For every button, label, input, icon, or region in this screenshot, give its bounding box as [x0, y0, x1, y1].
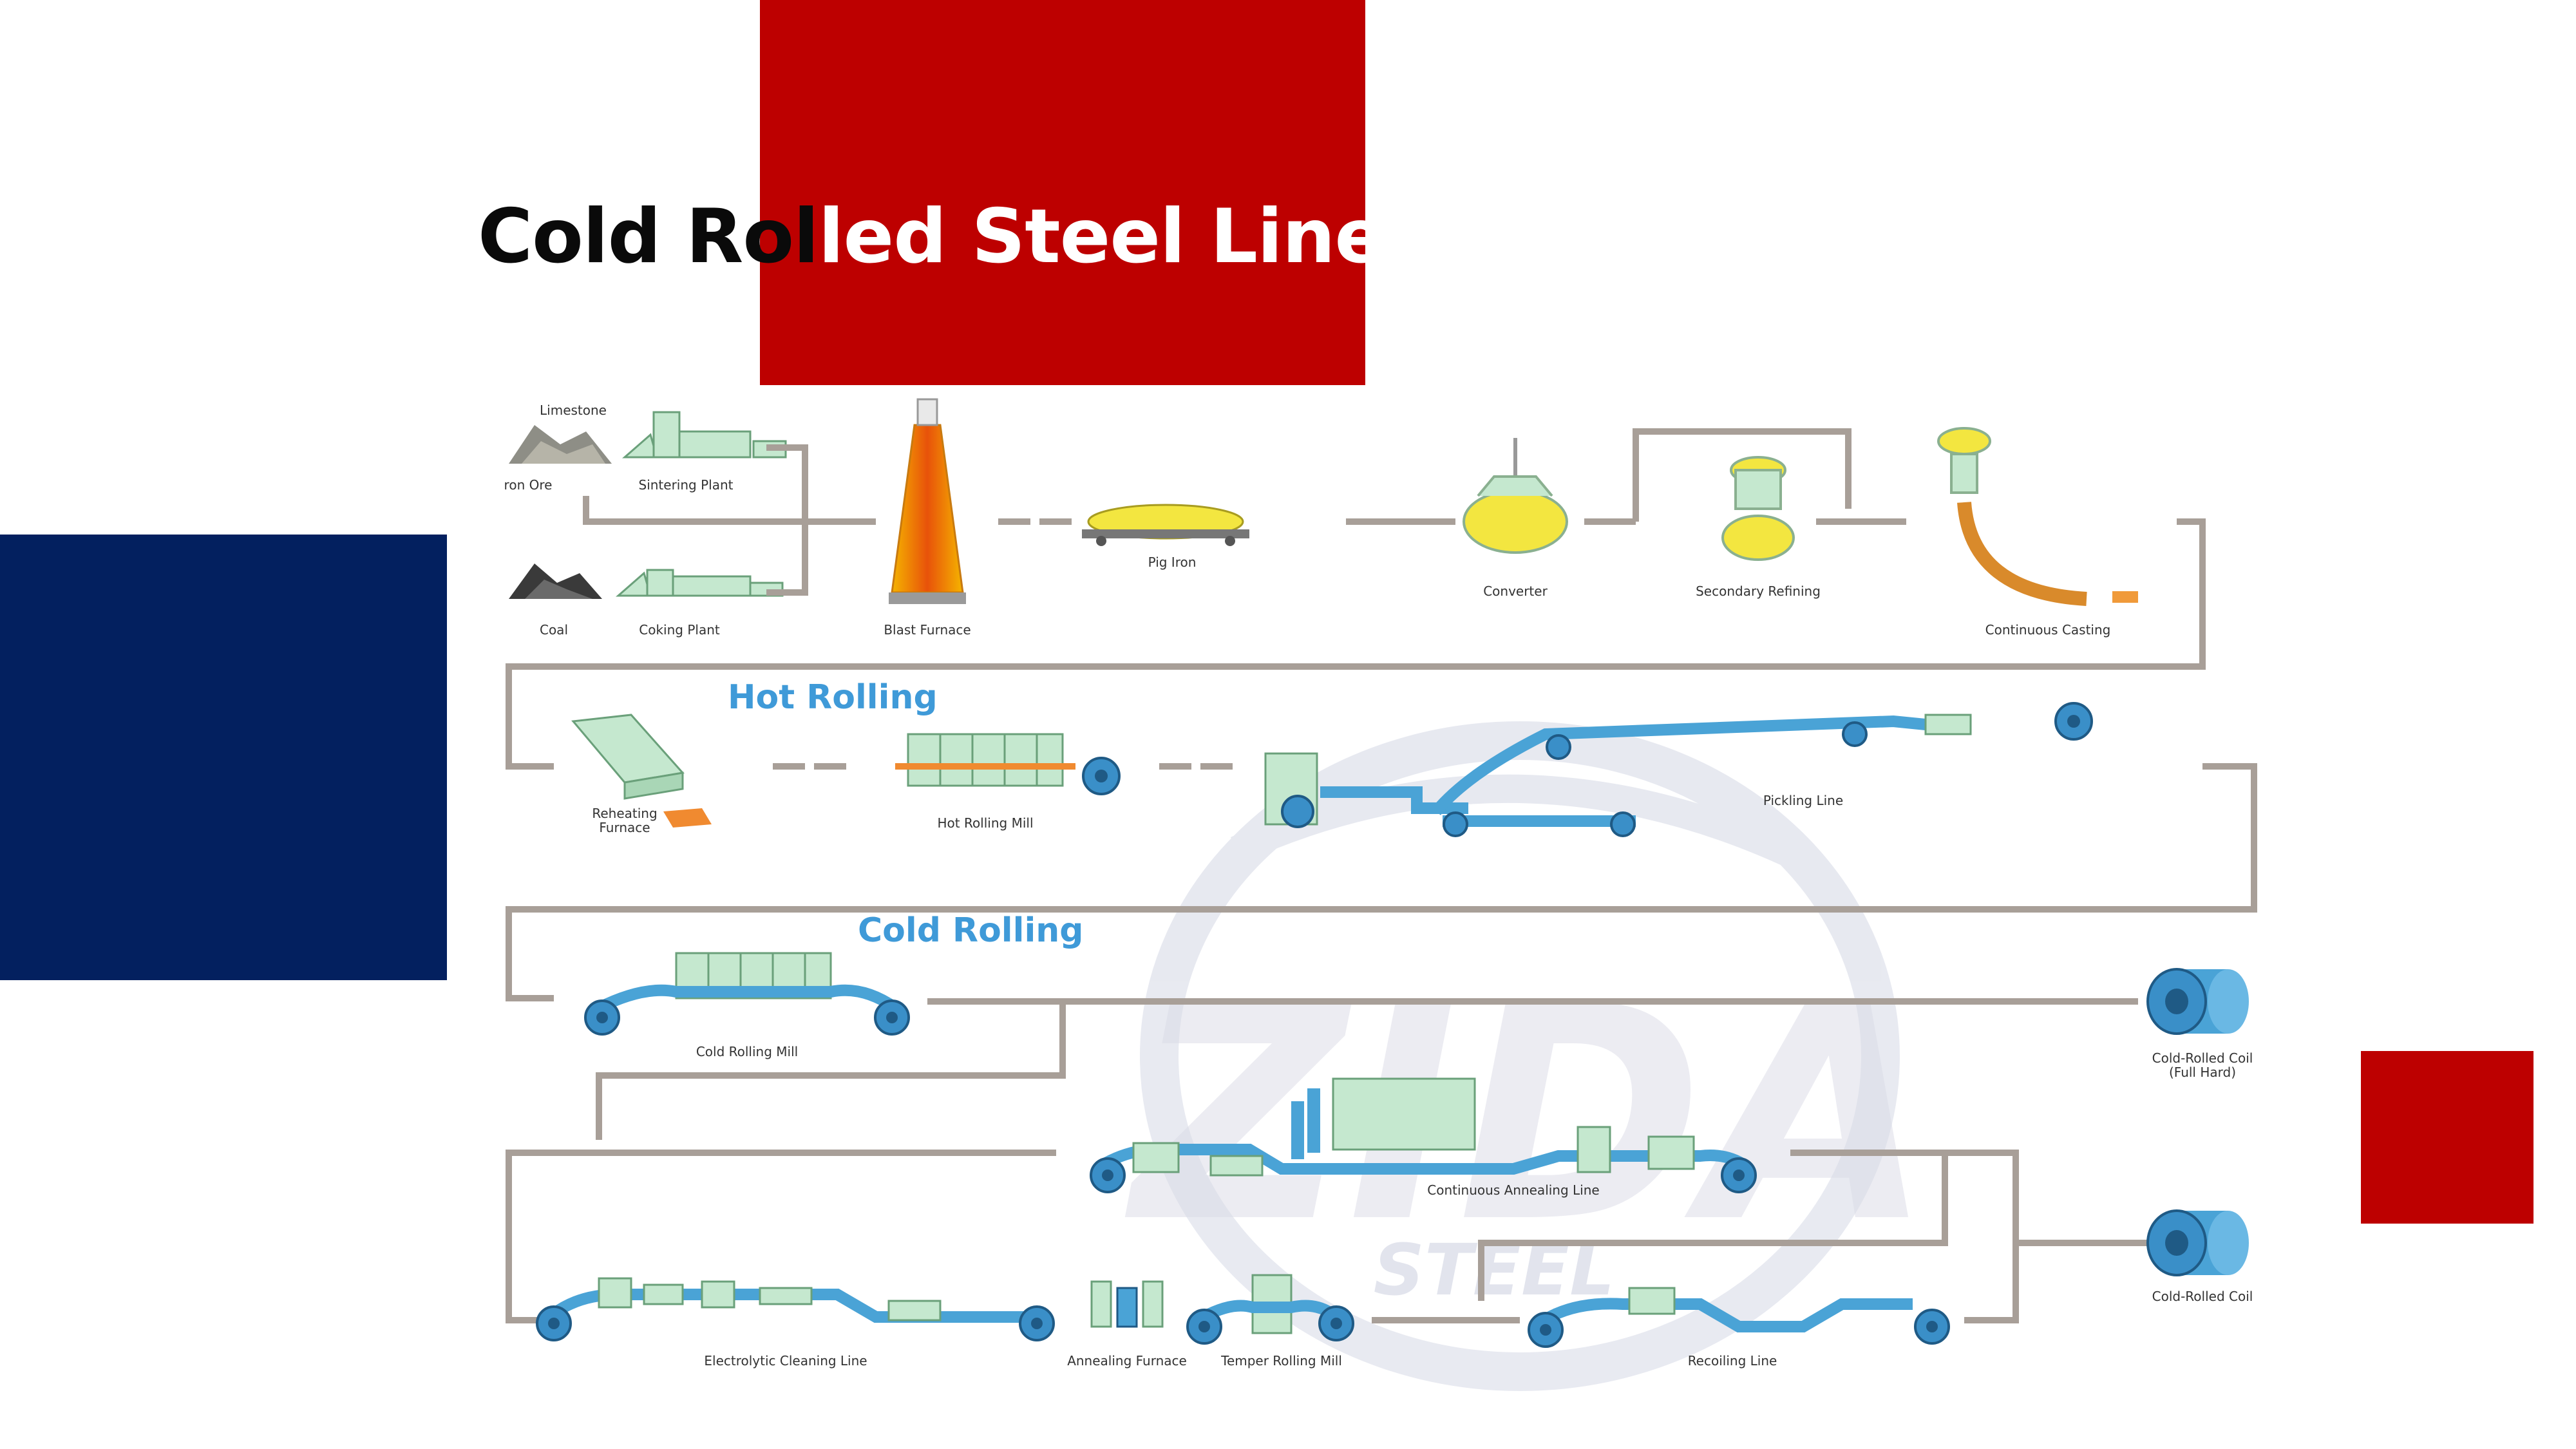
cold-rolled-coil-icon: [2146, 1209, 2249, 1276]
zida-steel-logo-icon: [1140, 721, 1900, 1391]
hot-rolling-mill-icon: [895, 733, 1121, 795]
connector-row2-to-row3: [506, 763, 2257, 1001]
connector-row5-left: [506, 1217, 547, 1323]
label-coking-plant: Coking Plant: [639, 622, 720, 638]
red-block-right: [2361, 1051, 2533, 1224]
label-blast-furnace: Blast Furnace: [884, 622, 971, 638]
continuous-annealing-line-icon: [1090, 1077, 1757, 1193]
limestone-pile-icon: [509, 425, 612, 464]
section-cold-rolling: Cold Rolling: [858, 911, 1084, 950]
connector-annealing-row: [506, 1150, 2151, 1323]
secondary-refining-icon: [1721, 456, 1795, 561]
label-cold-rolled-coil: Cold-Rolled Coil: [2152, 1289, 2253, 1304]
pickling-line-icon: [1264, 702, 2093, 837]
label-temper-rolling-mill: Temper Rolling Mill: [1220, 1353, 1342, 1368]
pig-iron-car-icon: [1082, 504, 1249, 546]
coil-full-hard-icon: [2146, 968, 2249, 1035]
connector-row1-to-row2: [506, 518, 2206, 770]
label-reheating-2: Furnace: [599, 820, 650, 835]
label-secondary-refining: Secondary Refining: [1696, 583, 1821, 599]
connector-secondary-refining: [1584, 428, 1906, 525]
label-reheating-1: Reheating: [592, 806, 657, 821]
electrolytic-cleaning-line-icon: [536, 1277, 1055, 1341]
red-block-top: [760, 0, 1365, 385]
label-converter: Converter: [1483, 583, 1548, 599]
label-iron-ore: ron Ore: [504, 477, 553, 493]
sintering-plant-icon: [622, 411, 787, 459]
navy-block-left: [0, 535, 447, 980]
blast-furnace-icon: [889, 398, 966, 604]
label-continuous-annealing-line: Continuous Annealing Line: [1427, 1182, 1599, 1198]
label-hot-rolling-mill: Hot Rolling Mill: [937, 815, 1033, 831]
connector-coldmill-out: [596, 998, 2138, 1140]
label-coil-full-hard-2: (Full Hard): [2169, 1065, 2236, 1080]
reheating-furnace-icon: [571, 714, 712, 828]
label-electrolytic-cleaning-line: Electrolytic Cleaning Line: [704, 1353, 867, 1368]
converter-icon: [1463, 438, 1568, 554]
cold-rolling-mill-icon: [584, 952, 910, 1036]
label-pig-iron: Pig Iron: [1148, 554, 1197, 570]
slide-title: Cold Rolled Steel Line: [478, 193, 1385, 280]
label-pickling-line: Pickling Line: [1763, 793, 1843, 808]
connector-raw-materials: [583, 444, 876, 596]
label-cold-rolling-mill: Cold Rolling Mill: [696, 1044, 798, 1059]
label-continuous-casting: Continuous Casting: [1985, 622, 2111, 638]
process-diagram: ZIDA STEEL Limestone ron Ore Sintering P…: [504, 398, 2257, 1391]
coking-plant-icon: [616, 569, 784, 597]
recoiling-line-icon: [1528, 1287, 1950, 1348]
label-coal: Coal: [540, 622, 568, 638]
continuous-casting-icon: [1937, 427, 2138, 606]
label-coil-full-hard-1: Cold-Rolled Coil: [2152, 1050, 2253, 1066]
label-annealing-furnace: Annealing Furnace: [1067, 1353, 1187, 1368]
label-sintering-plant: Sintering Plant: [639, 477, 734, 493]
temper-rolling-mill-icon: [1186, 1274, 1354, 1345]
section-hot-rolling: Hot Rolling: [728, 678, 938, 717]
coal-pile-icon: [509, 564, 602, 599]
label-limestone: Limestone: [540, 402, 607, 418]
annealing-furnace-icon: [1090, 1280, 1164, 1328]
label-recoiling-line: Recoiling Line: [1688, 1353, 1777, 1368]
